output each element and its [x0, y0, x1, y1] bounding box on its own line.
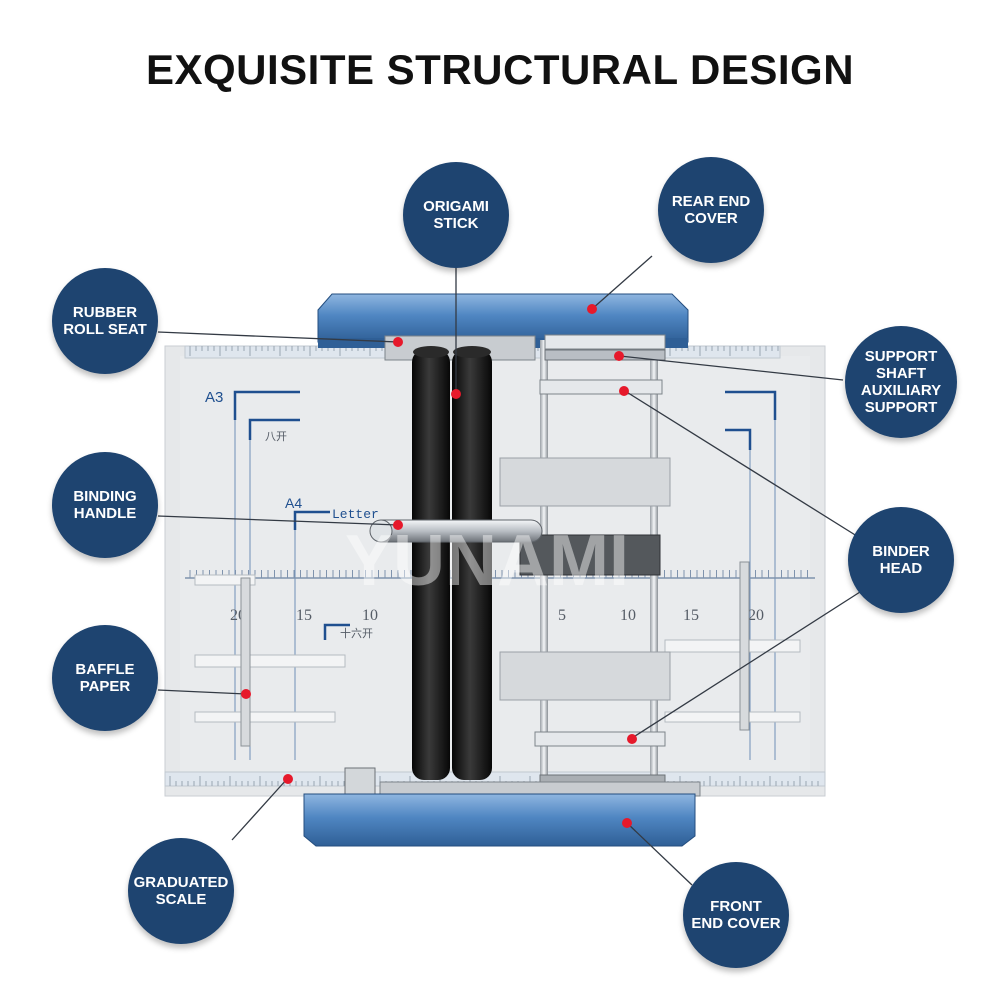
scale-slider [344, 767, 376, 795]
red-markers [241, 304, 637, 828]
label-binder-head: BINDER HEAD [848, 507, 954, 613]
label-front-end-cover: FRONT END COVER [683, 862, 789, 968]
label-graduated-scale: GRADUATED SCALE [128, 838, 234, 944]
scale-left-15: 15 [296, 607, 312, 624]
plate-mark-bakai: 八开 [265, 431, 287, 443]
label-origami-stick: ORIGAMI STICK [403, 162, 509, 268]
scale-left-10: 10 [362, 607, 378, 624]
paper-guides-thin [234, 420, 776, 760]
label-support-shaft: SUPPORT SHAFT AUXILIARY SUPPORT [845, 326, 957, 438]
plate-mark-a3: A3 [205, 389, 223, 406]
binding-handle [369, 519, 543, 543]
label-rubber-roll-seat: RUBBER ROLL SEAT [52, 268, 158, 374]
scale-right-10: 10 [620, 607, 636, 624]
scale-right-20: 20 [748, 607, 764, 624]
paper-baffles [194, 561, 801, 747]
origami-rollers [412, 346, 492, 780]
binder-frame [499, 334, 671, 794]
leader-lines [157, 255, 861, 886]
paper-guides [233, 390, 777, 640]
label-binding-handle: BINDING HANDLE [52, 452, 158, 558]
plate-mark-shiliukai: 十六开 [340, 626, 373, 640]
plate-mark-a4: A4 [285, 495, 302, 511]
front-end-cover [303, 781, 701, 847]
label-baffle-paper: BAFFLE PAPER [52, 625, 158, 731]
label-rear-end-cover: REAR END COVER [658, 157, 764, 263]
watermark: YUNAMI [345, 521, 629, 601]
plate-mark-letter: Letter [332, 507, 379, 522]
scale-right-15: 15 [683, 607, 699, 624]
page-title: EXQUISITE STRUCTURAL DESIGN [145, 46, 855, 93]
scale-right-5: 5 [558, 607, 566, 624]
